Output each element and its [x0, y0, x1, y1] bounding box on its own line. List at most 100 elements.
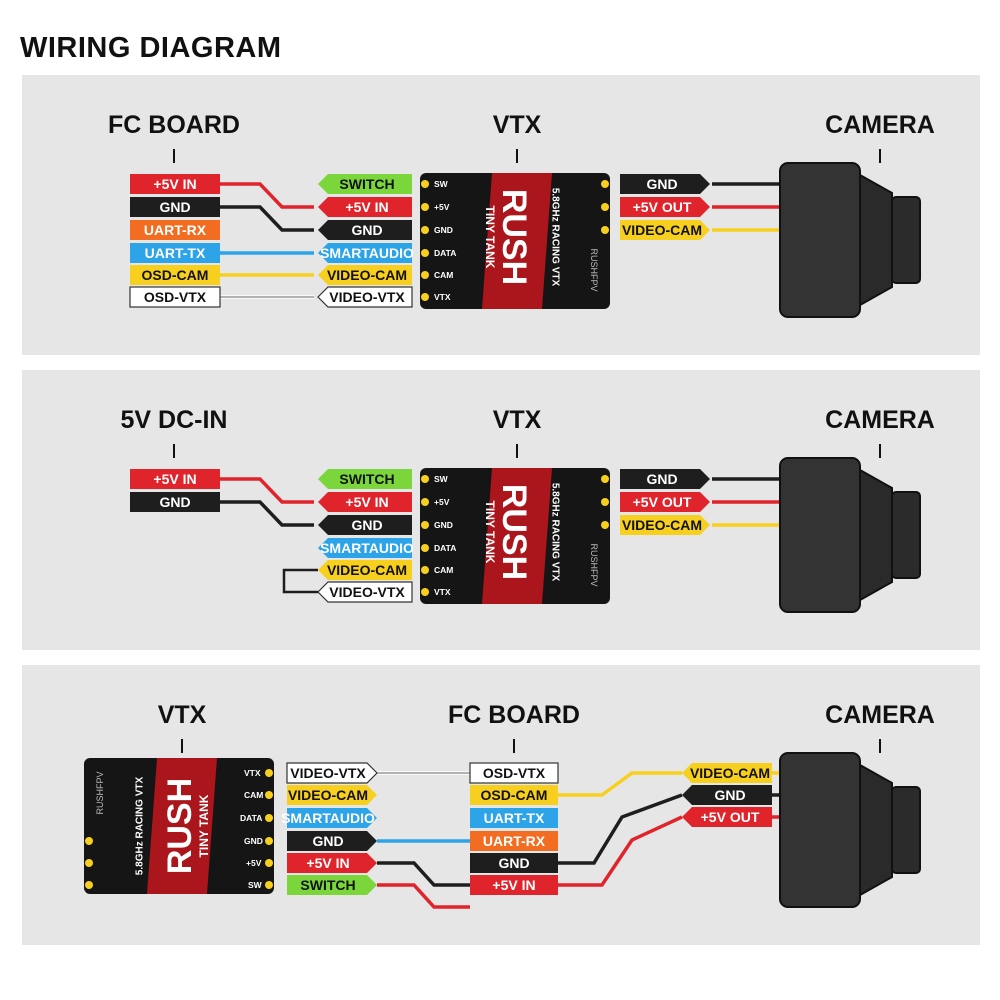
vtx-pin-vtx: VTX — [434, 292, 451, 302]
fc-label-osd-cam: OSD-CAM — [481, 787, 548, 803]
vtx-pad — [85, 859, 93, 867]
vtx-labels: SWITCH +5V IN GND SMARTAUDIO VIDEO-CAM V… — [317, 174, 414, 308]
page-title: WIRING DIAGRAM — [20, 32, 282, 64]
panel-fc-middle-wiring-diagram: VTX FC BOARD CAMERA — [84, 701, 935, 909]
vtx-labels: SWITCH +5V IN GND SMARTAUDIO VIDEO-CAM V… — [317, 469, 414, 603]
label-bg — [130, 220, 220, 240]
panel-fc-wiring-diagram: FC BOARD VTX CAMERA +5V IN GND UART-RX — [108, 111, 935, 318]
camera-lens-mount — [859, 468, 893, 602]
camera-labels: GND +5V OUT VIDEO-CAM — [620, 174, 710, 240]
vtx-pad — [85, 881, 93, 889]
cam-label-gnd: GND — [714, 787, 745, 803]
label-bg — [317, 286, 413, 308]
camera-lens-mount — [859, 173, 893, 307]
label-bg — [130, 469, 220, 489]
vtx-label-smartaudio: SMARTAUDIO — [320, 245, 414, 261]
label-bg — [318, 560, 412, 580]
vtx-label-smartaudio: SMARTAUDIO — [281, 810, 375, 826]
fc-labels: +5V IN GND UART-RX UART-TX OSD-CAM OSD-V… — [129, 174, 221, 308]
vtx-pin-cam: CAM — [434, 565, 453, 575]
vtx-label-switch: SWITCH — [300, 877, 355, 893]
camera-lens — [891, 786, 921, 874]
vtx-pin-data: DATA — [434, 248, 456, 258]
wire-cam-gnd — [558, 793, 683, 865]
camera-lens-mount — [859, 763, 893, 897]
vtx-pad — [85, 837, 93, 845]
vtx-pad — [265, 814, 273, 822]
label-bg — [682, 785, 772, 805]
vtx-brand: RUSHFPV — [589, 543, 599, 586]
vtx-pin-5v: +5V — [434, 202, 450, 212]
vtx-pad — [601, 226, 609, 234]
vtx-pad — [421, 498, 429, 506]
header-vtx: VTX — [493, 406, 542, 434]
label-bg — [620, 220, 710, 240]
label-bg — [620, 492, 710, 512]
vtx-pad — [265, 769, 273, 777]
label-bg — [287, 785, 377, 805]
wire-group — [377, 771, 792, 909]
vtx-label-switch: SWITCH — [339, 176, 394, 192]
cam-label-5v-out: +5V OUT — [633, 494, 692, 510]
header-fc-board: FC BOARD — [448, 701, 580, 729]
label-bg — [317, 581, 413, 603]
vtx-module: SW +5V GND DATA CAM VTX RUSH TINY TANK 5… — [420, 173, 610, 309]
vtx-pad — [601, 475, 609, 483]
camera-lens — [891, 491, 921, 579]
fc-label-uart-tx: UART-TX — [145, 245, 206, 261]
label-bg — [469, 762, 559, 784]
vtx-pad — [421, 226, 429, 234]
vtx-pads — [421, 475, 609, 596]
vtx-label-video-vtx: VIDEO-VTX — [290, 765, 366, 781]
camera-labels: VIDEO-CAM GND +5V OUT — [682, 763, 772, 827]
header-camera: CAMERA — [825, 111, 935, 139]
vtx-pin-5v: +5V — [246, 858, 262, 868]
vtx-pad — [421, 203, 429, 211]
vtx-model: TINY TANK — [197, 794, 211, 857]
vtx-label-video-cam: VIDEO-CAM — [288, 787, 368, 803]
label-bg — [682, 763, 772, 783]
label-bg — [470, 808, 558, 828]
wire-gnd — [377, 861, 470, 887]
vtx-module: SW +5V GND DATA CAM VTX RUSH TINY TANK 5… — [420, 468, 610, 604]
fc-label-osd-vtx: OSD-VTX — [144, 289, 207, 305]
vtx-pad — [421, 566, 429, 574]
wire-gnd — [220, 500, 314, 527]
vtx-pin-gnd: GND — [434, 520, 453, 530]
vtx-pad — [421, 293, 429, 301]
header-5v-dc-in: 5V DC-IN — [121, 406, 228, 434]
label-bg — [318, 174, 412, 194]
label-bg — [130, 197, 220, 217]
fc-label-uart-tx: UART-TX — [484, 810, 545, 826]
vtx-label-gnd: GND — [351, 222, 382, 238]
fc-label-uart-rx: UART-RX — [144, 222, 207, 238]
vtx-accent — [147, 758, 217, 894]
dc-labels: +5V IN GND — [130, 469, 220, 512]
fc-label-uart-rx: UART-RX — [483, 833, 546, 849]
vtx-pad — [265, 881, 273, 889]
vtx-model: TINY TANK — [483, 501, 497, 564]
vtx-pads — [421, 180, 609, 301]
vtx-label-switch: SWITCH — [339, 471, 394, 487]
vtx-accent — [482, 468, 552, 604]
vtx-pin-sw: SW — [434, 474, 449, 484]
vtx-label-video-vtx: VIDEO-VTX — [329, 289, 405, 305]
vtx-pin-5v: +5V — [434, 497, 450, 507]
wire-gnd — [220, 205, 314, 232]
vtx-pad — [421, 521, 429, 529]
label-bg — [620, 197, 710, 217]
wire-cam-5v — [558, 815, 683, 887]
vtx-pin-gnd: GND — [434, 225, 453, 235]
vtx-pin-vtx: VTX — [244, 768, 261, 778]
label-bg — [318, 220, 412, 240]
vtx-pin-cam: CAM — [434, 270, 453, 280]
label-bg — [318, 265, 412, 285]
vtx-pad — [421, 180, 429, 188]
vtx-labels: VIDEO-VTX VIDEO-CAM SMARTAUDIO GND +5V I… — [281, 762, 378, 895]
panel-dc-wiring: 5V DC-IN VTX CAMERA +5V IN GND SWITCH +5… — [22, 370, 980, 650]
header-camera: CAMERA — [825, 406, 935, 434]
vtx-logo: RUSH — [161, 778, 199, 874]
fc-label-osd-vtx: OSD-VTX — [483, 765, 546, 781]
panel-fc-middle-wiring: VTX FC BOARD CAMERA — [22, 665, 980, 945]
vtx-pin-data: DATA — [434, 543, 456, 553]
